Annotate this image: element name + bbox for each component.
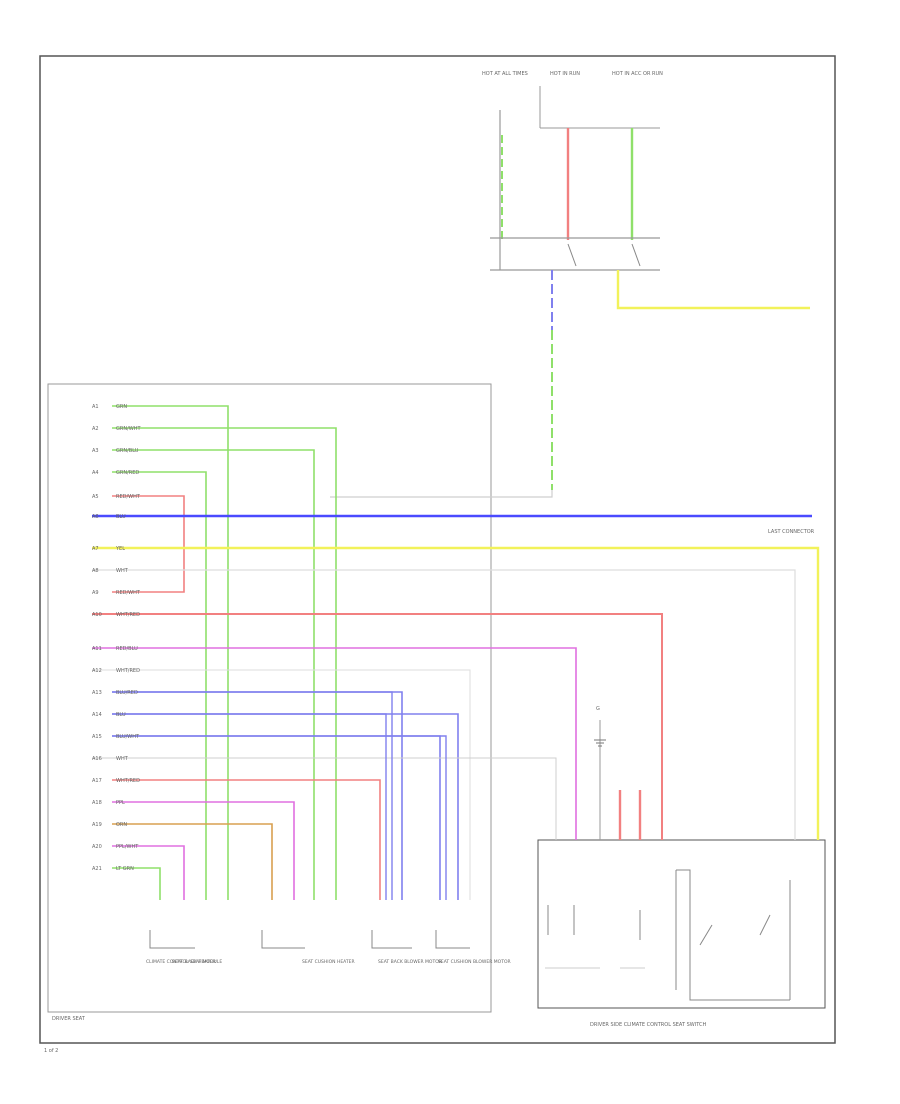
pin-number: A10 [92,612,102,618]
relay-contact-2 [631,243,641,267]
gray-link-a5 [330,490,553,498]
pin-wire-color: YEL [115,546,125,552]
ground-symbol [594,739,606,747]
component-bracket [371,930,412,949]
pin-wire-color: ORN [116,822,127,828]
pin-wire-color: PPL [116,800,125,806]
red-bus [92,613,663,840]
relay-contact-1 [567,243,577,267]
motor-drop [112,735,447,900]
component-drops [112,691,447,900]
page-number-label: 1 of 2 [44,1048,58,1054]
pin-wire [112,585,185,593]
pin-wire-color: GRN [116,404,127,410]
pin-number: A3 [92,448,99,454]
pin-wire [112,449,315,900]
pin-wire-color: WHT [116,568,129,574]
pin-number: A8 [92,568,99,574]
pin-number: A4 [92,470,99,476]
pin-wire-color: WHT [116,756,129,762]
component-label: SEAT BACK HEATER [172,959,216,965]
pin-wire [112,779,381,900]
pin-wire-color: BLU [116,712,126,718]
pin-wire-color: WHT/RED [116,612,140,618]
component-label: SEAT CUSHION HEATER [302,959,355,965]
pin-wire-color: LT GRN [116,866,134,872]
source-label-3: HOT IN ACC OR RUN [612,71,663,77]
pin-number: A5 [92,494,99,500]
pin-wire-color: GRN/WHT [116,426,141,432]
pin-number: A20 [92,844,102,850]
pin-number: A7 [92,546,99,552]
component-label: SEAT BACK BLOWER MOTOR [378,959,442,965]
switch-internals [545,869,791,1001]
pin-wire [112,495,185,585]
component-bracket [261,930,305,949]
gray-wire-a16 [92,757,557,840]
pin-wire [112,405,229,900]
pin-wires [112,405,459,900]
pin-number: A6 [92,514,99,520]
pin-number: A14 [92,712,102,718]
pin-wire [112,867,161,900]
diagram-frame [39,55,836,1044]
component-bracket [435,930,470,949]
pin-number: A1 [92,404,99,410]
component-label: SEAT CUSHION BLOWER MOTOR [438,959,511,965]
ground-label: G [596,706,600,712]
pin-wire-color: WHT/RED [116,668,140,674]
source-label-2: HOT IN RUN [550,71,580,77]
pin-wire [112,845,185,900]
pin-wire-color: RED/WHT [116,590,141,596]
pin-wire-color: WHT/RED [116,778,140,784]
pin-number: A19 [92,822,102,828]
pin-wire [112,713,459,900]
pin-number: A21 [92,866,102,872]
motor-drop [112,713,387,900]
pin-number: A11 [92,646,102,652]
pin-number: A18 [92,800,102,806]
pin-wire-color: BLU/RED [116,690,138,696]
pin-number: A13 [92,690,102,696]
motor-drop [112,691,393,900]
pin-wire-color: PPL/WHT [116,844,139,850]
driver-seat-module-outline [47,383,492,1013]
connector-ref-label: LAST CONNECTOR [768,529,815,535]
gray-bus [92,569,796,840]
pin-number: A16 [92,756,102,762]
pin-number: A12 [92,668,102,674]
switch-module-outline [537,839,826,1009]
gray-wire-a12 [92,669,471,900]
bottom-components [149,930,470,949]
pin-number: A15 [92,734,102,740]
pink-bus [92,647,577,840]
yellow-bus [92,546,820,840]
pin-number: A2 [92,426,99,432]
pin-wire-color: RED/BLU [116,646,138,652]
driver-seat-label: DRIVER SEAT [52,1016,86,1022]
pin-wire [112,823,273,900]
pin-wire-color: RED/WHT [116,494,141,500]
pin-wire [112,735,441,900]
switch-module-label: DRIVER SIDE CLIMATE CONTROL SEAT SWITCH [590,1022,706,1028]
pin-wire [112,427,337,900]
pin-number: A9 [92,590,99,596]
pin-wire-color: BLU [116,514,126,520]
pin-number: A17 [92,778,102,784]
pin-wire-color: GRN/RED [116,470,139,476]
yellow-branch-top [616,270,810,310]
pin-wire [112,471,207,900]
component-bracket [149,930,195,949]
pin-wire-color: BLU/WHT [116,734,140,740]
pin-wire [112,801,295,900]
pin-wire-color: GRN/BLU [116,448,139,454]
component-label: CLIMATE CONTROL SEAT MODULE [146,959,222,965]
source-label-1: HOT AT ALL TIMES [482,71,528,77]
